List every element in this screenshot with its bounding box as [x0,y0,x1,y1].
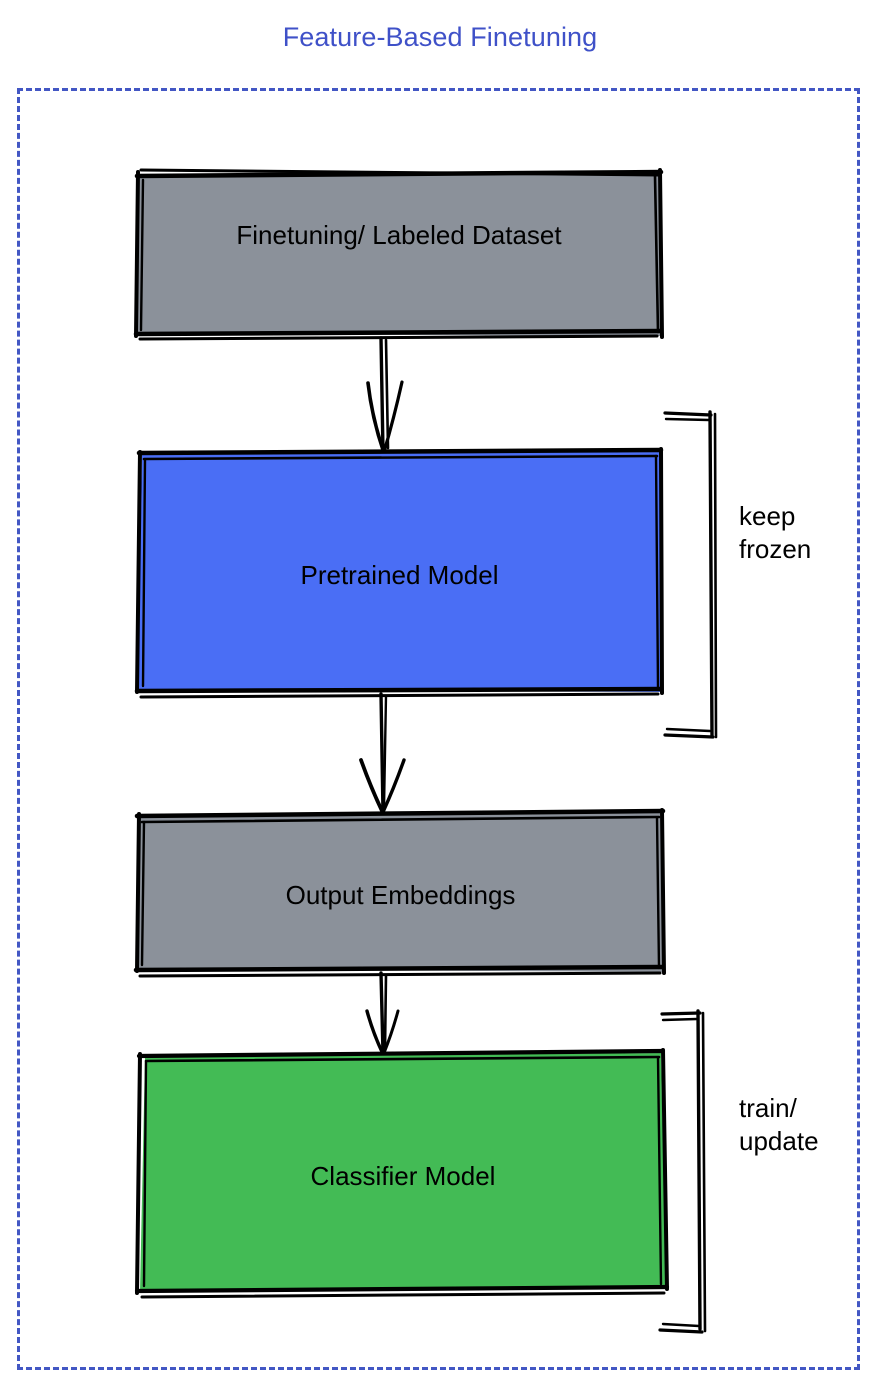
node-pretrained-model-hit[interactable] [136,449,664,699]
annotation-keep-frozen: keep frozen [739,501,812,565]
node-output-embeddings-hit[interactable] [136,810,665,977]
diagram-outer-frame [17,88,860,1370]
annotation-train-update: train/ update [739,1093,819,1157]
node-classifier-model-hit[interactable] [136,1050,668,1298]
node-finetuning-dataset-hit[interactable] [136,170,663,340]
diagram-title: Feature-Based Finetuning [282,22,598,52]
